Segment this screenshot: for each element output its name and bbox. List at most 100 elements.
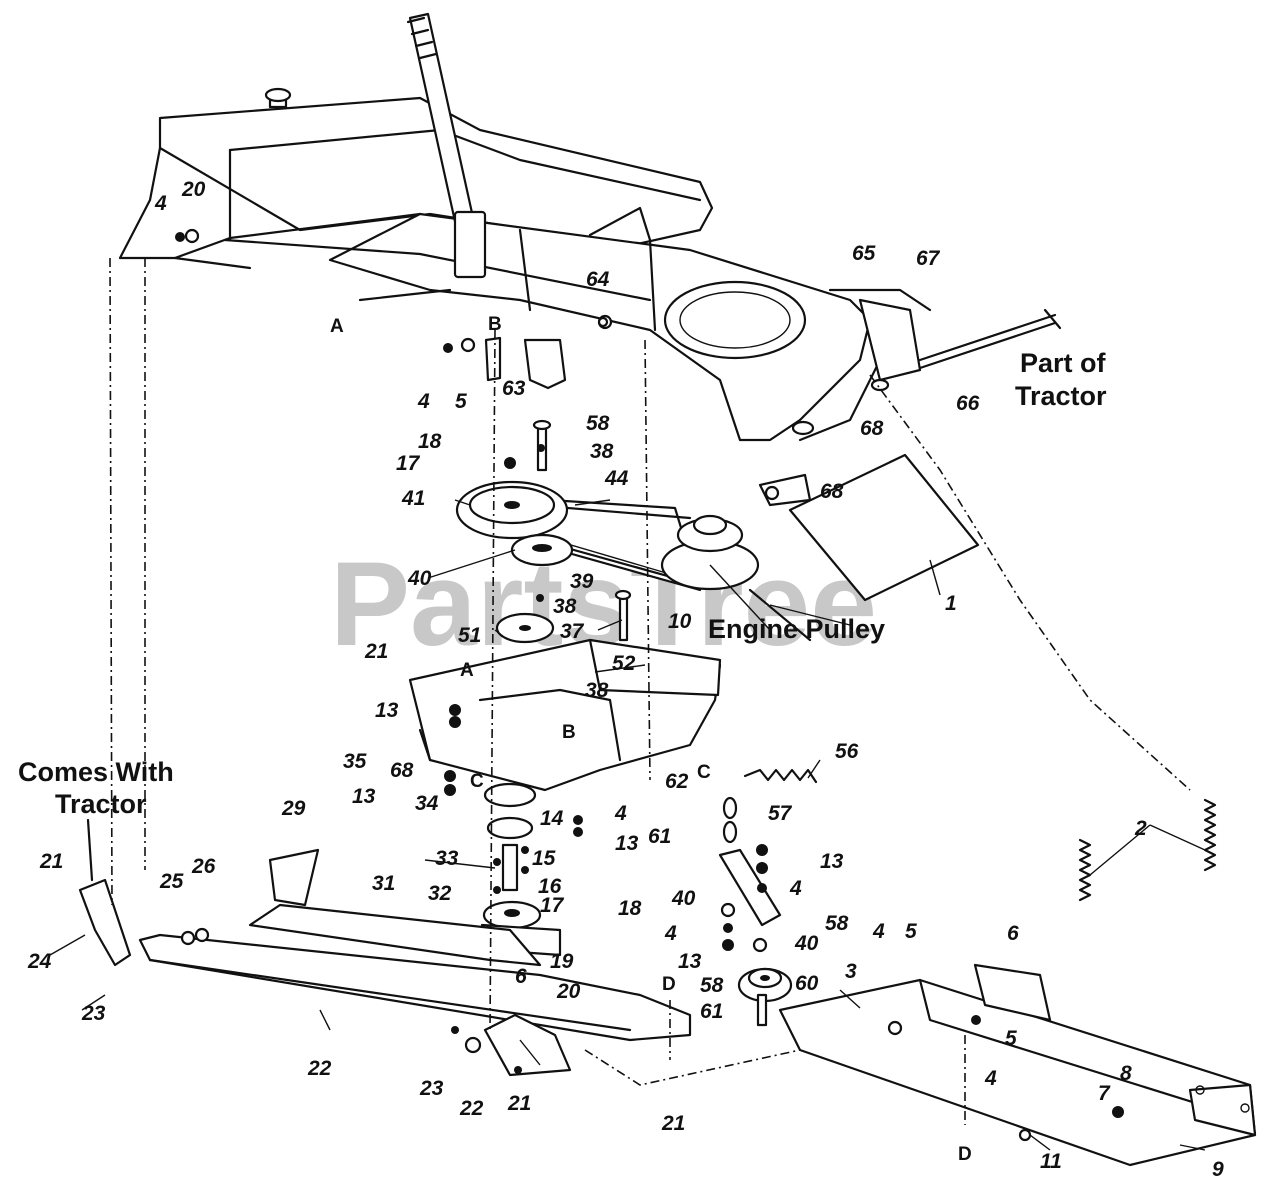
part-label: 38 — [553, 595, 577, 618]
reference-lines — [109, 257, 1191, 1125]
part-label: 5 — [905, 920, 917, 943]
ref-letter-c: C — [697, 762, 711, 783]
part-label: 40 — [407, 567, 432, 590]
part-label: 6 — [1007, 922, 1019, 945]
part-label: 65 — [852, 242, 876, 265]
lift-lever — [406, 12, 487, 279]
part-label: 13 — [615, 832, 639, 855]
part-label: 22 — [307, 1057, 332, 1080]
ref-letter-a: A — [330, 316, 344, 337]
pulley-41 — [455, 480, 569, 540]
ref-letter-b: B — [488, 314, 502, 335]
bracket-26 — [78, 818, 132, 967]
part-label: 13 — [375, 699, 399, 722]
part-label: 39 — [570, 570, 594, 593]
part-label: 29 — [281, 797, 306, 820]
leader-lines — [49, 499, 1206, 1151]
part-label: 37 — [560, 620, 585, 643]
part-number-labels: 20 4 64 65 67 4 5 63 66 68 68 58 18 38 1… — [27, 178, 1224, 1181]
ref-letter-d: D — [662, 974, 676, 995]
callout-engine-pulley: Engine Pulley — [708, 614, 885, 644]
part-label: 26 — [191, 855, 216, 878]
part-label: 61 — [648, 825, 671, 848]
part-label: 4 — [614, 802, 627, 825]
part-label: 38 — [585, 679, 609, 702]
part-label: 7 — [1098, 1082, 1111, 1105]
ref-letter-c: C — [470, 771, 484, 792]
part-label: 4 — [789, 877, 802, 900]
callout-part-of-tractor-line1: Part of — [1020, 348, 1107, 378]
part-label: 21 — [507, 1092, 531, 1115]
part-label: 16 — [538, 875, 562, 898]
part-label: 13 — [820, 850, 844, 873]
part-label: 20 — [556, 980, 581, 1003]
part-label: 21 — [661, 1112, 685, 1135]
part-label: 2 — [1134, 817, 1147, 840]
part-label: 1 — [945, 592, 957, 615]
part-label: 22 — [459, 1097, 484, 1120]
part-label: 68 — [860, 417, 884, 440]
callout-part-of-tractor-line2: Tractor — [1015, 381, 1107, 411]
ref-letter-d: D — [958, 1144, 972, 1165]
idler-bracket-35 — [408, 638, 722, 792]
part-label: 40 — [671, 887, 696, 910]
spring-53 — [743, 768, 818, 784]
part-label: 34 — [415, 792, 439, 815]
part-label: 58 — [586, 412, 610, 435]
part-label: 68 — [390, 759, 414, 782]
part-label: 13 — [678, 950, 702, 973]
part-label: 6 — [515, 965, 527, 988]
ref-letter-b: B — [562, 722, 576, 743]
part-label: 21 — [39, 850, 63, 873]
bar-24 — [138, 933, 692, 1042]
part-label: 56 — [835, 740, 859, 763]
bracket-62 — [484, 336, 567, 390]
bracket-30 — [268, 848, 320, 907]
part-label: 14 — [540, 807, 564, 830]
part-label: 67 — [916, 247, 941, 270]
part-label: 5 — [1005, 1027, 1017, 1050]
part-label: 3 — [845, 960, 857, 983]
washer-51 — [495, 612, 555, 644]
part-label: 32 — [428, 882, 452, 905]
part-label: 18 — [618, 897, 642, 920]
part-label: 19 — [550, 950, 574, 973]
part-label: 61 — [700, 1000, 723, 1023]
hanger-6-left — [464, 1013, 572, 1077]
part-label: 58 — [700, 974, 724, 997]
hardware-dots — [175, 228, 1124, 1142]
part-label: 68 — [820, 480, 844, 503]
part-label: 44 — [604, 467, 629, 490]
part-label: 62 — [665, 770, 689, 793]
part-label: 60 — [795, 972, 819, 995]
reference-letter-labels: A B A B C C D D — [330, 314, 972, 1165]
part-label: 5 — [455, 390, 467, 413]
part-label: 4 — [154, 192, 167, 215]
part-label: 15 — [532, 847, 556, 870]
part-label: 4 — [984, 1067, 997, 1090]
pin-67 — [791, 378, 890, 436]
part-label: 33 — [435, 847, 459, 870]
part-label: 52 — [612, 652, 636, 675]
idler-arm-56 — [718, 796, 793, 1027]
part-label: 25 — [159, 870, 184, 893]
part-label: 24 — [27, 950, 52, 973]
part-label: 63 — [502, 377, 526, 400]
part-label: 20 — [181, 178, 206, 201]
tractor-rod — [918, 308, 1062, 370]
bolt-10 — [614, 589, 632, 642]
part-label: 31 — [372, 872, 395, 895]
part-label: 66 — [956, 392, 980, 415]
pulley-40 — [510, 533, 574, 567]
bar-9 — [778, 963, 1257, 1167]
part-label: 57 — [768, 802, 793, 825]
ref-letter-a: A — [460, 660, 474, 681]
part-label: 9 — [1212, 1158, 1224, 1181]
part-label: 64 — [586, 268, 610, 291]
part-label: 35 — [343, 750, 367, 773]
part-label: 4 — [872, 920, 885, 943]
part-label: 11 — [1040, 1150, 1062, 1173]
part-label: 41 — [401, 487, 425, 510]
part-label: 58 — [825, 912, 849, 935]
